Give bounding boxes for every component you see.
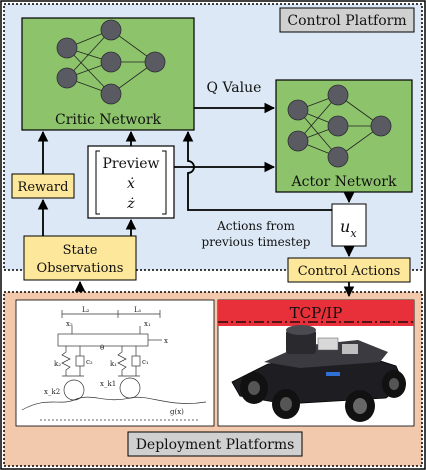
preview-title: Preview [102,156,159,172]
critic-network-label: Critic Network [55,112,162,128]
model-label-theta: θ [100,344,104,352]
model-label-l1: L₁ [134,306,142,314]
preview-box: Preview ẋ ż [87,145,175,219]
rc-car-image [231,325,406,422]
tcp-ip-banner: TCP/IP [218,300,414,326]
quarter-car-model-panel: L₂ L₁ x₂ x₁ x θ k₂ c₂ k₁ c₁ x_k2 x_k1 g(… [15,299,215,427]
reward-box: Reward [11,173,75,199]
actions-note-line2: previous timestep [202,235,311,249]
control-actions-label: Control Actions [298,264,401,279]
q-value-label: Q Value [207,80,262,96]
reward-label: Reward [18,180,69,195]
model-label-k1: k₁ [110,360,117,368]
model-label-x: x [164,337,168,345]
ux-base: u [340,217,350,236]
model-label-c2: c₂ [86,358,93,366]
deployment-platforms-label: Deployment Platforms [127,431,303,457]
critic-network-box: Critic Network [21,17,195,131]
previous-action-feedback-arrow [182,130,332,211]
actions-note-line1: Actions from [216,219,295,233]
model-label-x2: x₂ [66,320,73,328]
tcp-ip-label: TCP/IP [290,304,343,322]
model-label-xk2: x_k2 [44,388,60,396]
control-platform-label: Control Platform [279,7,415,33]
state-label-line1: State [63,243,98,258]
model-label-l2: L₂ [82,306,90,314]
svg-text:ux: ux [340,217,357,240]
svg-text:Control Platform: Control Platform [287,13,406,29]
model-label-gx: g(x) [170,408,184,416]
model-label-x1: x₁ [144,320,151,328]
preview-z-dot: ż [126,196,135,212]
state-observations-box: State Observations [23,235,137,281]
model-label-c1: c₁ [142,358,149,366]
rc-car-panel: TCP/IP [217,299,415,427]
model-label-xk1: x_k1 [100,380,116,388]
svg-text:Deployment Platforms: Deployment Platforms [136,437,295,453]
state-label-line2: Observations [37,261,124,276]
model-label-k2: k₂ [54,360,61,368]
preview-x-dot: ẋ [127,176,135,192]
control-actions-box: Control Actions [287,257,411,283]
ux-sub: x [350,227,357,240]
ux-box: ux [331,203,367,247]
actor-network-box: Actor Network [275,79,413,193]
actor-network-label: Actor Network [291,174,397,190]
